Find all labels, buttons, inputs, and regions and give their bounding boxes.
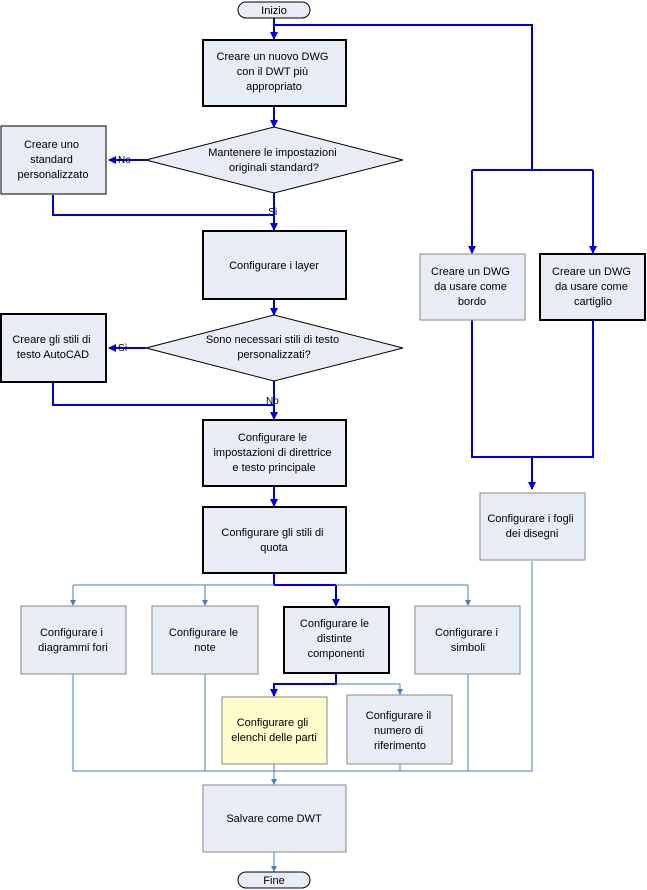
edge-label-no-2: No: [266, 396, 279, 407]
edge-start-to-right-branch: [274, 24, 533, 170]
node-border-dwg: Creare un DWG da usare come bordo: [419, 253, 526, 321]
node-symbols: Configurare i simboli: [414, 605, 521, 675]
node-balloons-text: Configurare il numero di riferimento: [366, 710, 434, 752]
start-label: Inizio: [261, 5, 287, 17]
node-custom-standard: Creare uno standard personalizzato: [0, 125, 107, 195]
node-create-dwg: Creare un nuovo DWG con il DWT più appro…: [202, 39, 347, 107]
connectors: [52, 18, 597, 872]
edge-label-no-1: No: [118, 155, 131, 166]
node-balloons: Configurare il numero di riferimento: [346, 694, 453, 765]
node-notes: Configurare le note: [151, 605, 259, 675]
edge-holecharts-to-gather: [72, 674, 274, 772]
edge-border-to-join: [471, 320, 532, 458]
node-leader: Configurare le impostazioni di direttric…: [202, 419, 347, 487]
node-parts-lists-text: Configurare gli elenchi delle parti: [231, 717, 317, 744]
node-dim-styles: Configurare gli stili di quota: [202, 506, 347, 574]
decision-text-styles: Sono necessari stili di testo personaliz…: [145, 314, 404, 382]
node-layers-text: Configurare i layer: [229, 260, 319, 272]
end-terminator: Fine: [237, 871, 311, 889]
node-parts-lists: Configurare gli elenchi delle parti: [221, 696, 328, 765]
node-symbols-text: Configurare i simboli: [435, 627, 501, 654]
decision-text-styles-text: Sono necessari stili di testo personaliz…: [206, 334, 342, 361]
decision-keep-settings: Mantenere le impostazioni originali stan…: [145, 126, 404, 194]
start-terminator: Inizio: [237, 1, 311, 19]
edge-textstyles-to-merge: [52, 382, 274, 406]
edge-titleblock-to-join: [532, 320, 594, 458]
end-label: Fine: [263, 875, 284, 887]
node-text-styles-text: Creare gli stili di testo AutoCAD: [12, 334, 93, 361]
edge-custom-to-merge: [52, 195, 274, 216]
node-border-dwg-text: Creare un DWG da usare come bordo: [431, 266, 513, 308]
edge-label-yes-2: Sì: [118, 343, 128, 354]
node-create-dwg-text: Creare un nuovo DWG con il DWT più appro…: [217, 51, 332, 93]
node-sheets-text: Configurare i fogli dei disegni: [487, 513, 576, 540]
node-custom-standard-text: Creare uno standard personalizzato: [18, 139, 89, 181]
node-titleblock-dwg-text: Creare un DWG da usare come cartiglio: [552, 266, 634, 308]
decision-keep-settings-text: Mantenere le impostazioni originali stan…: [208, 147, 339, 174]
node-save-dwt-text: Salvare come DWT: [226, 813, 322, 825]
node-leader-text: Configurare le impostazioni di direttric…: [213, 432, 334, 474]
edge-sheets-to-save: [274, 561, 533, 772]
node-text-styles: Creare gli stili di testo AutoCAD: [0, 313, 107, 383]
node-layers: Configurare i layer: [202, 230, 347, 300]
node-titleblock-dwg: Creare un DWG da usare come cartiglio: [539, 253, 646, 321]
node-notes-text: Configurare le note: [169, 627, 241, 654]
edge-bom-to-balloons: [336, 683, 403, 695]
edge-label-yes-1: Sì: [268, 207, 278, 218]
node-bom-text: Configurare le distinte componenti: [300, 618, 372, 660]
node-hole-charts: Configurare i diagrammi fori: [20, 605, 127, 675]
node-save-dwt: Salvare come DWT: [202, 784, 347, 853]
node-bom: Configurare le distinte componenti: [283, 606, 390, 674]
edge-bom-to-partslist: [270, 673, 337, 697]
node-sheets: Configurare i fogli dei disegni: [479, 492, 586, 561]
node-hole-charts-text: Configurare i diagrammi fori: [38, 627, 108, 654]
node-dim-styles-text: Configurare gli stili di quota: [221, 527, 326, 554]
